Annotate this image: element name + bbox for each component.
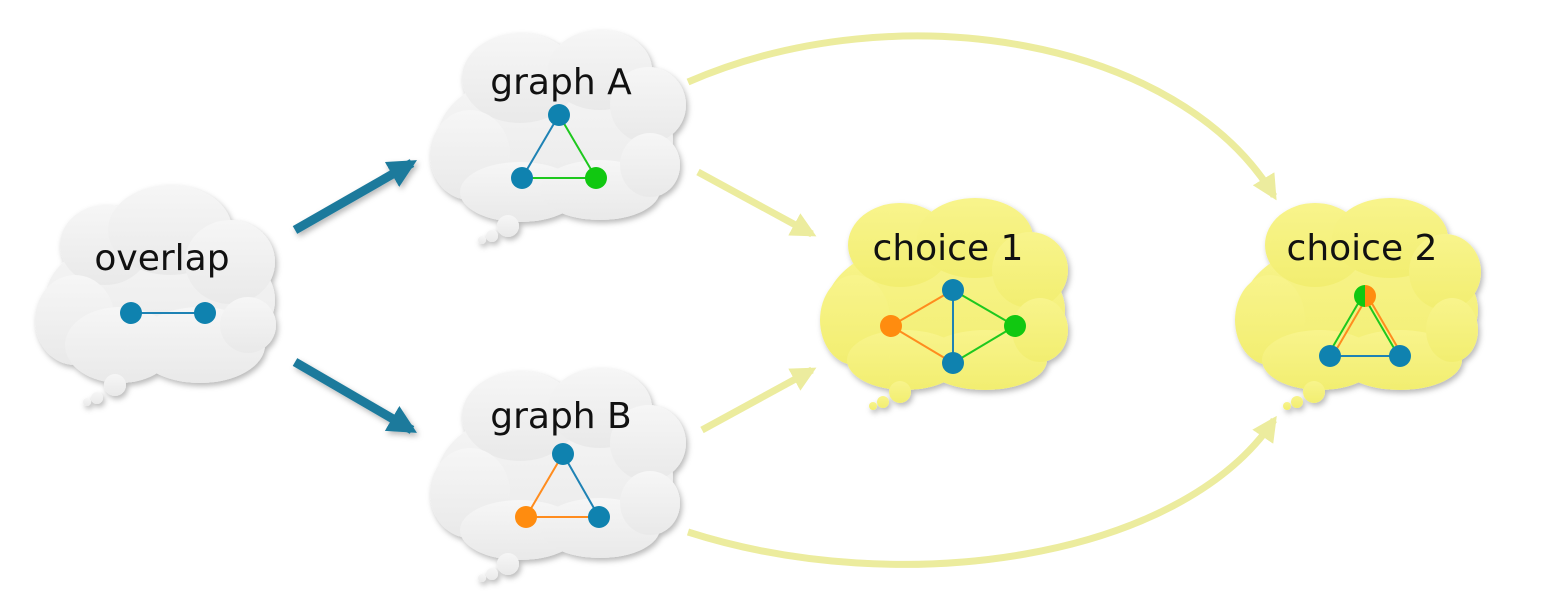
node [194,302,216,324]
label-choice-2: choice 2 [1287,228,1438,269]
label-graph-b: graph B [490,396,632,437]
node-half-orange [1365,285,1376,307]
arrow-overlap-to-graph-b [292,358,417,434]
node [942,352,964,374]
node [515,506,537,528]
arrow-graph-b-to-choice-2 [686,415,1277,568]
edge [521,114,560,179]
arrow-graph-a-to-choice-2 [686,32,1277,201]
arrow-graph-a-to-choice-1 [696,168,817,238]
node [942,279,964,301]
node-half-green [1354,285,1365,307]
edge [558,114,597,179]
cloud-graph-a [430,30,686,244]
arrow-graph-b-to-choice-1 [700,366,817,434]
node [552,443,574,465]
edge [1366,294,1403,356]
graph-choice-2 [1319,285,1411,367]
node [120,302,142,324]
graph-b [515,443,610,528]
arrow-overlap-to-graph-a [292,159,417,234]
edge [952,289,1016,327]
node [880,315,902,337]
node [511,167,533,189]
node [1319,345,1341,367]
node [585,167,607,189]
edge [890,289,954,327]
edge [952,325,1016,364]
node [548,104,570,126]
node [1389,345,1411,367]
label-choice-1: choice 1 [873,228,1024,269]
edge [1331,296,1368,358]
label-overlap: overlap [94,238,229,279]
graph-a [511,104,607,189]
cloud-graph-b [430,368,686,582]
edge [562,453,600,518]
label-graph-a: graph A [490,62,632,103]
edge [890,325,954,364]
node [1004,315,1026,337]
cloud-overlap [35,185,276,406]
edge [525,453,564,518]
arrows [292,32,1277,568]
graph-choice-1 [880,279,1026,374]
edge [1327,294,1364,356]
node [588,506,610,528]
graph-overlap [120,302,216,324]
